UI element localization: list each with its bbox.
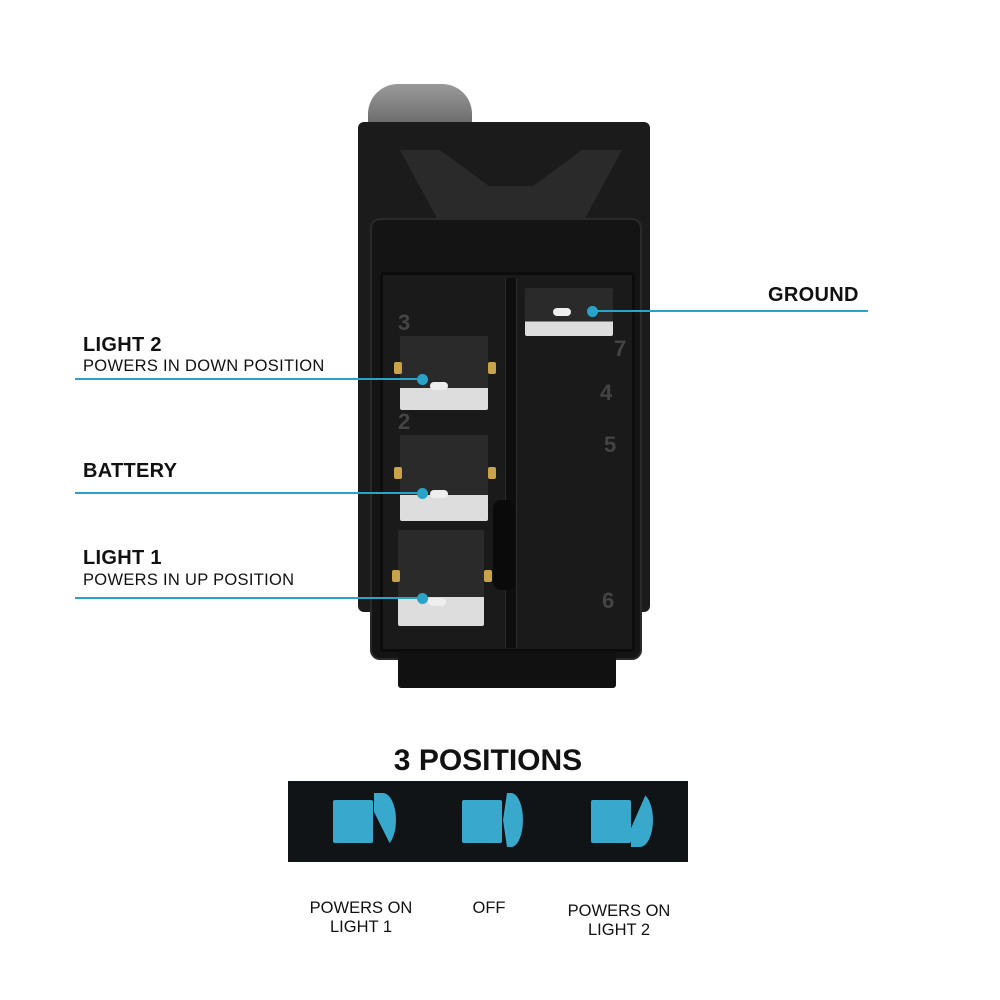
ground-dot: [587, 306, 598, 317]
light2-terminal: [394, 336, 496, 410]
pin-number: 6: [602, 588, 615, 613]
caption-line: POWERS ON: [309, 899, 413, 917]
caption-line: LIGHT 2: [587, 921, 651, 939]
ground-leader-line: [592, 310, 868, 312]
battery-dot: [417, 488, 428, 499]
pin-number: 7: [614, 336, 627, 361]
light2-sub: POWERS IN DOWN POSITION: [83, 357, 325, 375]
position-caption-light1: POWERS ON LIGHT 1: [281, 899, 441, 937]
switch-post: [493, 500, 515, 590]
caption-line: POWERS ON: [567, 902, 671, 920]
pin-number: 4: [600, 380, 613, 405]
pin-number: 3: [398, 310, 411, 335]
position-up-square-icon: [333, 800, 373, 843]
pin-number: 2: [398, 409, 411, 434]
position-down-square-icon: [591, 800, 631, 843]
positions-bar: [288, 781, 688, 862]
position-caption-off: OFF: [409, 899, 569, 918]
position-off-square-icon: [462, 800, 502, 843]
battery-terminal: [394, 435, 496, 521]
caption-line: OFF: [472, 899, 506, 917]
light1-label: LIGHT 1: [83, 547, 162, 569]
battery-leader-line: [75, 492, 422, 494]
position-up-rocker-icon: [374, 793, 396, 847]
light2-dot: [417, 374, 428, 385]
position-off-rocker-icon: [503, 793, 523, 847]
light1-sub: POWERS IN UP POSITION: [83, 571, 295, 589]
caption-line: LIGHT 1: [329, 918, 393, 936]
light2-label: LIGHT 2: [83, 334, 162, 356]
position-caption-light2: POWERS ON LIGHT 2: [539, 902, 699, 940]
positions-title: 3 POSITIONS: [393, 744, 583, 777]
light2-leader-line: [75, 378, 422, 380]
light1-dot: [417, 593, 428, 604]
light1-leader-line: [75, 597, 422, 599]
light1-terminal: [392, 530, 492, 626]
switch-divider: [505, 278, 517, 648]
ground-terminal: [525, 288, 613, 336]
switch-clip: [398, 648, 616, 688]
pin-number: 5: [604, 432, 617, 457]
battery-label: BATTERY: [83, 460, 178, 482]
ground-label: GROUND: [768, 284, 859, 306]
position-down-rocker-icon: [631, 793, 653, 847]
